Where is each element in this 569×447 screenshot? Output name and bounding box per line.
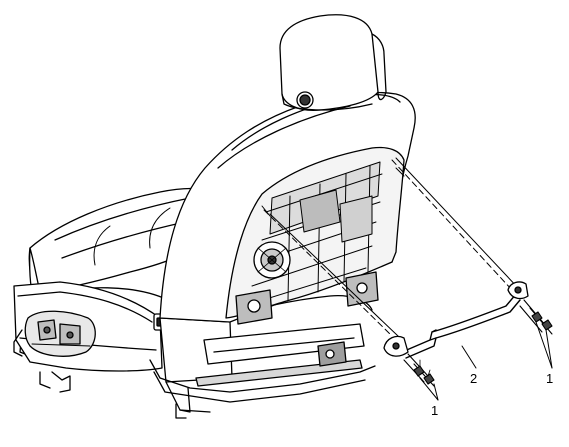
- seatback-internal-mechanism: [249, 161, 383, 305]
- seat-adjuster-switch-panel: [24, 310, 96, 357]
- fastener-leader-lines: [261, 157, 521, 337]
- lumbar-motor: [253, 241, 291, 279]
- left-fastener-rods: [403, 353, 435, 387]
- callout-label-retainer-wire: 2: [470, 371, 478, 386]
- right-retainer-clip: [507, 281, 529, 300]
- callout-label-fastener-right: 1: [546, 371, 554, 386]
- recliner-mechanism: [235, 271, 379, 325]
- headrest-release-button: [296, 91, 314, 109]
- seat-frame: [13, 294, 376, 419]
- headrest: [279, 14, 387, 111]
- retainer-wire: [401, 293, 521, 359]
- callout-leader-lines: [419, 321, 553, 401]
- left-retainer-clip: [383, 335, 409, 357]
- callout-label-fastener-left: 1: [431, 403, 439, 418]
- right-fastener-rods: [519, 299, 553, 335]
